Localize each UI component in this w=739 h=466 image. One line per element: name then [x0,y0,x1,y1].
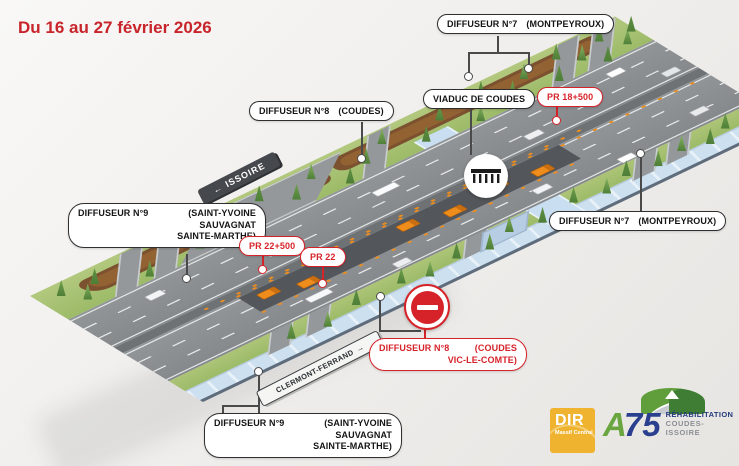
label-text: DIFFUSEUR N°8 [259,106,330,116]
label-text: SAUVAGNAT [199,219,256,230]
connector-dot [524,64,533,73]
logo-route-number: 75 [623,406,661,443]
label-diffuseur-7-right: DIFFUSEUR N°7 (MONTPEYROUX) [549,211,727,231]
label-text: PR 22+500 [249,241,296,251]
connector [258,405,260,414]
date-title: Du 16 au 27 février 2026 [18,18,212,37]
label-text: (COUDES) [338,106,384,116]
connector [640,156,642,212]
connector [497,36,499,52]
connector [322,265,324,281]
label-text: (COUDES [474,343,517,353]
label-text: VIADUC DE COUDES [433,94,526,104]
label-text: PR 18+500 [547,92,594,102]
label-text: SAINTE-MARTHE) [313,441,392,451]
label-pr-22-500: PR 22+500 [239,236,306,256]
label-diffuseur-9-bottom: DIFFUSEUR N°9 (SAINT-YVOINE SAUVAGNAT SAI… [204,413,402,458]
label-diffuseur-9-left: DIFFUSEUR N°9 (SAINT-YVOINE SAUVAGNAT SAI… [68,203,266,248]
logo-route-letter: A [603,406,627,443]
connector [470,108,472,155]
viaduct-bridge-icon [464,154,508,198]
label-text: SAUVAGNAT [335,429,392,440]
connector-dot [258,265,267,274]
arrow-right-icon: → [354,342,366,354]
label-text: SAINTE-MARTHE) [177,231,256,241]
connector-dot [254,367,263,376]
label-pr-18-500: PR 18+500 [537,87,604,107]
connector [379,299,381,330]
connector-dot [636,149,645,158]
label-text: DIFFUSEUR N°8 [379,343,450,353]
label-text: (SAINT-YVOINE [188,208,256,218]
label-diffuseur-8-top: DIFFUSEUR N°8 (COUDES) [249,101,394,121]
connector [528,52,530,66]
label-text: DIFFUSEUR N°7 [447,19,518,29]
label-text: PR 22 [310,252,336,262]
arrow-left-icon: ← [211,182,225,196]
connector-dot [318,279,327,288]
connector-dot [464,72,473,81]
connector [222,405,259,407]
connector [556,106,558,118]
label-text: DIFFUSEUR N°7 [559,216,630,226]
label-diffuseur-8-closed: DIFFUSEUR N°8 (COUDES VIC-LE-COMTE) [369,338,527,371]
connector-dot [182,274,191,283]
logo-text: Massif Central [555,430,593,436]
logo-text: COUDES-ISSOIRE [665,419,705,437]
connector-dot [376,292,385,301]
mountain-icon [641,388,705,414]
connector-dot [552,116,561,125]
label-viaduc-de-coudes: VIADUC DE COUDES [423,89,536,109]
logo-text: DIR [555,412,585,429]
label-text: (MONTPEYROUX) [638,216,717,226]
connector [379,330,421,332]
label-text: DIFFUSEUR N°9 [78,208,149,218]
connector [186,254,188,276]
label-text: DIFFUSEUR N°9 [214,418,285,428]
label-text: VIC-LE-COMTE) [447,354,517,365]
label-text: (MONTPEYROUX) [526,19,605,29]
connector [468,52,529,54]
connector [222,405,224,414]
a75-rehabilitation-logo: A 75 RÉHABILITATION COUDES-ISSOIRE [603,388,735,448]
logo-text: RÉHABILITATION [665,410,734,419]
label-diffuseur-7-top: DIFFUSEUR N°7 (MONTPEYROUX) [437,14,615,34]
connector-dot [357,154,366,163]
connector [262,255,264,267]
connector [361,122,363,156]
connector [424,324,426,338]
label-text: (SAINT-YVOINE [324,418,392,428]
connector [468,52,470,74]
dir-massif-central-logo: DIR Massif Central [550,408,595,453]
no-entry-icon [404,284,450,330]
bridge-icon [471,169,501,183]
label-pr-22: PR 22 [300,247,346,267]
